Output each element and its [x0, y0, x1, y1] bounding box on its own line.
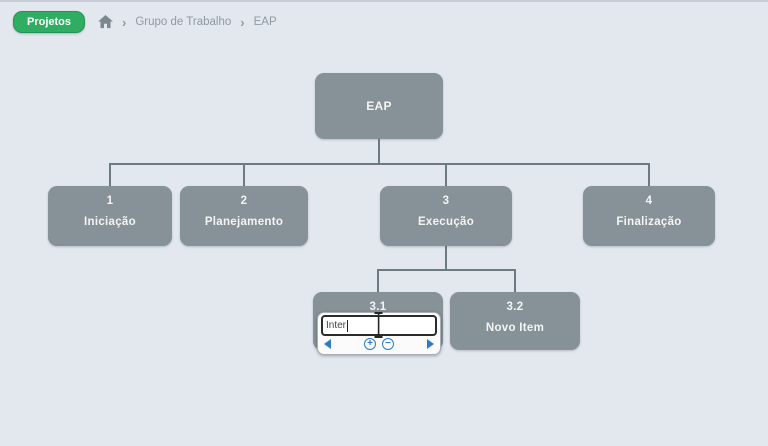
node-number: 2: [240, 195, 248, 207]
wbs-node-3-execucao[interactable]: 3 Execução: [380, 186, 512, 246]
zoom-out-icon[interactable]: −: [382, 338, 394, 350]
projects-button[interactable]: Projetos: [13, 11, 86, 33]
node-label: Planejamento: [204, 216, 284, 228]
wbs-node-2-planejamento[interactable]: 2 Planejamento: [180, 186, 308, 246]
connector-line: [377, 269, 379, 293]
node-label: Finalização: [616, 216, 682, 228]
node-label: Execução: [417, 216, 475, 228]
connector-line: [514, 269, 516, 293]
node-number: 3: [442, 195, 450, 207]
node-title: EAP: [366, 99, 392, 113]
connector-line: [378, 139, 380, 164]
wbs-node-1-iniciacao[interactable]: 1 Iniciação: [48, 186, 172, 246]
wbs-node-4-finalizacao[interactable]: 4 Finalização: [583, 186, 715, 246]
scroll-right-icon[interactable]: [427, 339, 434, 349]
node-number: 4: [645, 195, 653, 207]
zoom-controls: + −: [364, 338, 394, 350]
connector-line: [648, 163, 650, 187]
ibeam-cursor-icon: [372, 311, 385, 344]
connector-line: [243, 163, 245, 187]
connector-line: [109, 163, 111, 187]
zoom-in-icon[interactable]: +: [364, 338, 376, 350]
text-caret: [347, 319, 349, 332]
connector-line: [445, 246, 447, 270]
breadcrumb-bar: Projetos › Grupo de Trabalho › EAP: [0, 2, 768, 42]
breadcrumb-separator: ›: [240, 14, 245, 30]
breadcrumb-item-eap: EAP: [253, 16, 277, 28]
node-number: 3.1: [369, 301, 387, 313]
node-label: Novo Item: [485, 322, 545, 334]
connector-line: [445, 163, 447, 187]
connector-line: [109, 163, 649, 165]
connector-line: [377, 269, 515, 271]
node-label: Iniciação: [84, 216, 136, 228]
breadcrumb-separator: ›: [122, 14, 127, 30]
node-number: 3.2: [506, 301, 524, 313]
editor-controls: + −: [321, 336, 437, 352]
node-number: 1: [106, 195, 114, 207]
wbs-node-eap[interactable]: EAP: [315, 73, 443, 139]
home-icon[interactable]: [98, 15, 113, 29]
node-name-input-value: Inter: [326, 320, 347, 331]
scroll-left-icon[interactable]: [324, 339, 331, 349]
wbs-node-3-2-novo-item[interactable]: 3.2 Novo Item: [450, 292, 580, 350]
breadcrumb-item-grupo-de-trabalho[interactable]: Grupo de Trabalho: [135, 16, 232, 28]
